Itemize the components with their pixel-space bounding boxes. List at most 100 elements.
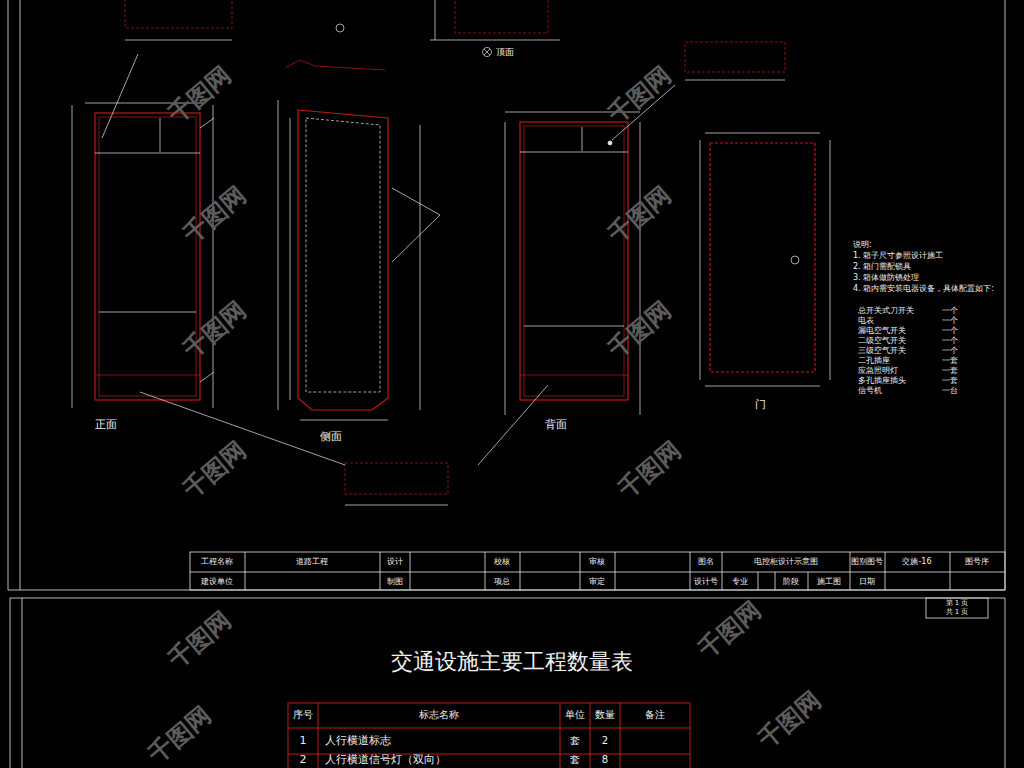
view-symbol (484, 49, 490, 55)
equipment-item: 二级空气开关 (858, 336, 906, 346)
watermark: 千图网 (178, 296, 252, 364)
hole-mark (608, 141, 612, 145)
title-block-cell: 图名 (698, 557, 714, 567)
dimension-line (700, 140, 701, 380)
dimension-line (290, 118, 291, 400)
title-block-cell: 电控柜设计示意图 (754, 557, 818, 567)
title-block-cell: 设计 (387, 557, 403, 567)
leader-line (200, 118, 214, 128)
table-cell: 8 (602, 754, 608, 766)
title-block-cell: 施工图 (817, 577, 841, 587)
cabinet-outline (520, 122, 628, 400)
detail-outline (125, 0, 232, 28)
equipment-quantity: 一套 (942, 376, 958, 386)
front-view (72, 103, 214, 408)
watermark: 千图网 (178, 181, 252, 249)
page-number: 第 1 页 (946, 599, 969, 607)
title-block-cell: 日期 (859, 577, 875, 587)
watermark: 千图网 (603, 181, 677, 249)
title-block-line (245, 552, 950, 590)
roof-profile (285, 60, 385, 70)
table-cell: 2 (300, 753, 307, 766)
dimension-line (705, 133, 820, 134)
page-number: 共 1 页 (946, 608, 969, 616)
view-name: 背面 (545, 418, 567, 431)
table-cell: 1 (300, 734, 307, 747)
leader-line (478, 385, 548, 465)
equipment-quantity: 一套 (942, 356, 958, 366)
dimension-line (278, 100, 279, 410)
sheet-frames (8, 0, 1005, 768)
hidden-line (306, 118, 380, 392)
view-name: 门 (755, 398, 766, 411)
cabinet-outline (298, 110, 388, 410)
title-block-cell: 工程名称 (201, 557, 233, 567)
dimension-line (435, 0, 436, 40)
dimension-line (125, 40, 232, 41)
table-cell: 人行横道信号灯（双向） (325, 753, 446, 766)
title-block-cell: 专业 (732, 577, 748, 587)
dimension-line (830, 140, 831, 380)
detail-outline (455, 0, 548, 33)
title-block-cell: 项总 (494, 577, 510, 587)
base-line (95, 375, 200, 376)
view-name: 侧面 (320, 430, 342, 443)
note-text: 3. 箱体做防锈处理 (853, 273, 919, 283)
equipment-item: 电表 (858, 316, 874, 326)
page-box (926, 598, 988, 618)
dimension-line (505, 122, 506, 415)
watermark: 千图网 (603, 61, 677, 129)
frame-line (20, 0, 21, 590)
equipment-quantity: 一个 (942, 316, 958, 326)
equipment-item: 总开关式刀开关 (858, 306, 914, 316)
watermark: 千图网 (693, 596, 767, 664)
view-name: 正面 (95, 418, 117, 431)
dimension-line (685, 80, 785, 81)
title-block-cell: 交施-16 (902, 557, 931, 567)
table-header: 数量 (595, 709, 615, 721)
title-block-cell: 图号序 (965, 557, 989, 567)
detail-views (102, 0, 785, 505)
quantity-table (288, 703, 690, 768)
note-text: 2. 箱门需配锁具 (853, 262, 911, 272)
title-block-cell: 道路工程 (296, 557, 328, 567)
title-block-cell: 制图 (387, 577, 403, 587)
table-grid (288, 703, 690, 768)
table-header: 标志名称 (419, 709, 459, 721)
title-block-cell: 图别图号 (851, 557, 883, 567)
title-block-cell: 设计号 (694, 577, 718, 587)
equipment-quantity: 一个 (942, 346, 958, 356)
frame-line (1005, 598, 1006, 768)
cabinet-outline (95, 113, 200, 400)
detail-outline (345, 463, 448, 494)
leader-line (392, 188, 440, 215)
dimension-line (213, 105, 214, 408)
section-mark (336, 24, 344, 32)
frame-line (8, 0, 9, 590)
dimension-line (345, 505, 448, 506)
watermark: 千图网 (613, 436, 687, 504)
table-header: 单位 (565, 709, 585, 721)
dimension-line (300, 420, 388, 421)
note-text: 4. 箱内需安装电器设备，具体配置如下: (853, 284, 1003, 294)
watermark: 千图网 (753, 686, 827, 754)
view-symbol (483, 48, 492, 57)
side-view (278, 24, 440, 420)
watermark: 千图网 (163, 61, 237, 129)
cabinet-inner (99, 117, 196, 396)
table-cell: 套 (570, 735, 580, 747)
note-heading: 说明: (853, 240, 872, 250)
dimension-line (705, 386, 820, 387)
equipment-quantity: 一个 (942, 326, 958, 336)
watermark: 千图网 (163, 606, 237, 674)
frame-line (10, 598, 1005, 599)
shelf-line (520, 152, 628, 153)
equipment-item: 二孔插座 (858, 356, 890, 366)
table-cell: 套 (570, 754, 580, 766)
watermark: 千图网 (178, 436, 252, 504)
shelf-line (524, 326, 624, 327)
view-panel: 侧面 (275, 95, 425, 450)
dimension-line (640, 122, 641, 415)
equipment-item: 应急照明灯 (858, 366, 898, 376)
frame-line (1005, 0, 1006, 590)
